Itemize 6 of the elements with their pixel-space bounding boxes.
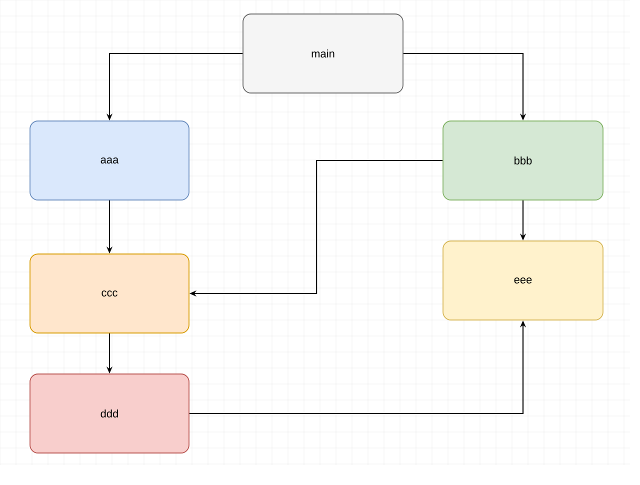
process-box: ccc [30, 254, 190, 334]
process-box: aaa [30, 120, 190, 200]
process-box: eee [442, 240, 604, 320]
process-box: main [242, 14, 404, 94]
process-box: bbb [442, 120, 604, 200]
process-box: ddd [30, 374, 190, 454]
